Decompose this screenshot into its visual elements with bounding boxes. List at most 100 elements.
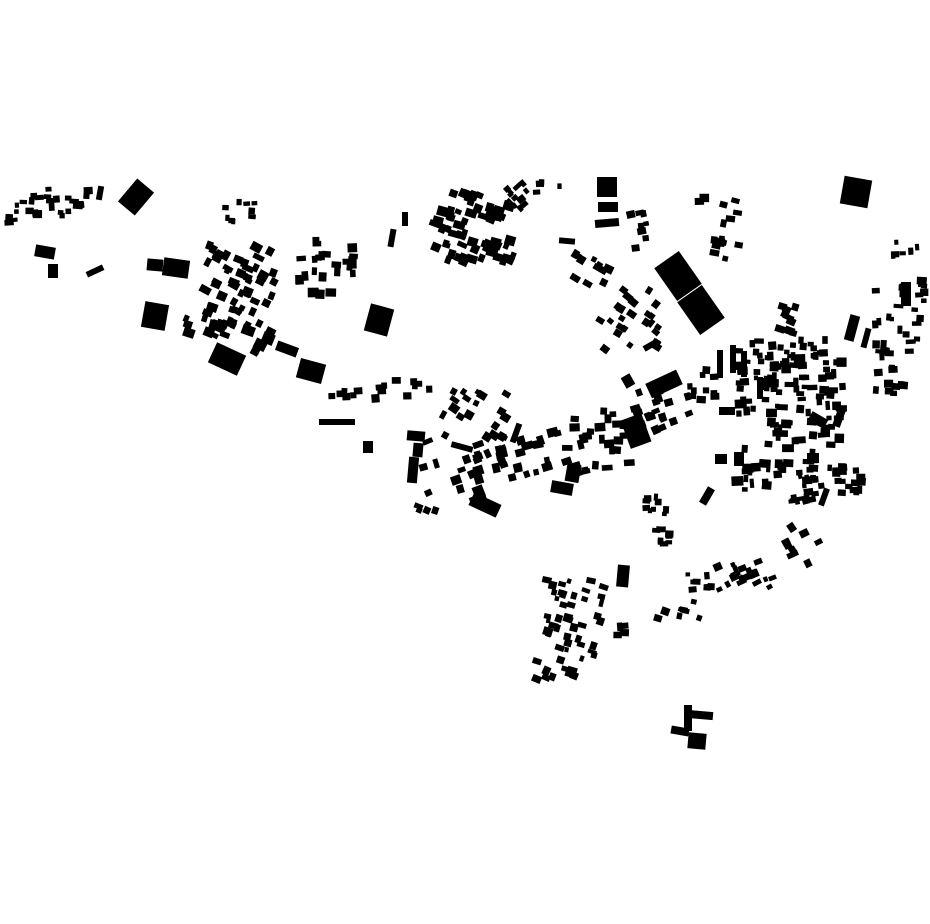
building: [182, 326, 196, 339]
building: [740, 396, 747, 404]
building: [510, 193, 519, 202]
building: [353, 387, 363, 395]
building: [76, 201, 85, 209]
building: [580, 595, 589, 603]
building: [766, 374, 775, 381]
building: [541, 665, 552, 677]
building: [617, 314, 626, 323]
building: [232, 254, 244, 265]
building: [729, 569, 741, 580]
building: [95, 185, 105, 201]
building: [642, 234, 650, 242]
building: [816, 397, 823, 406]
building: [322, 250, 331, 258]
building: [206, 302, 217, 312]
building: [807, 453, 819, 463]
building: [331, 261, 342, 269]
building: [477, 211, 491, 221]
building: [248, 207, 256, 215]
building: [911, 307, 919, 313]
building: [739, 377, 750, 386]
building: [832, 401, 842, 411]
building: [336, 390, 344, 398]
building: [834, 433, 845, 444]
building: [783, 325, 796, 337]
building: [676, 612, 683, 620]
building: [198, 283, 212, 296]
building: [497, 457, 507, 467]
building: [777, 424, 783, 431]
building: [703, 584, 711, 591]
building: [117, 178, 155, 216]
building: [295, 357, 327, 385]
building: [730, 197, 741, 205]
building: [449, 387, 458, 396]
building: [818, 374, 827, 383]
building: [643, 309, 654, 320]
building: [824, 372, 835, 380]
building: [406, 456, 420, 484]
building: [763, 386, 770, 392]
building: [684, 705, 692, 731]
building: [235, 268, 247, 278]
building: [509, 251, 517, 260]
building: [267, 291, 276, 301]
building: [402, 212, 408, 226]
building: [559, 601, 568, 609]
building: [712, 561, 724, 572]
building: [789, 362, 800, 369]
building: [645, 369, 683, 399]
building: [566, 578, 572, 585]
building: [311, 255, 318, 263]
building: [363, 303, 395, 337]
building: [456, 240, 468, 250]
building: [839, 382, 846, 391]
building: [371, 393, 380, 403]
building: [227, 317, 238, 328]
building: [325, 288, 337, 297]
building: [403, 392, 412, 400]
building: [625, 308, 638, 320]
building: [724, 580, 732, 589]
building: [347, 243, 358, 253]
building: [743, 474, 749, 483]
building: [229, 296, 239, 307]
building: [249, 240, 264, 254]
building: [562, 444, 573, 451]
building: [295, 274, 302, 285]
building: [201, 308, 214, 318]
building: [823, 366, 831, 373]
building: [564, 668, 575, 678]
building: [387, 228, 397, 248]
building: [612, 446, 622, 455]
building: [822, 360, 830, 366]
building: [34, 244, 56, 260]
building: [742, 463, 754, 473]
building: [595, 315, 606, 326]
building: [603, 439, 615, 449]
building: [447, 402, 461, 415]
building: [207, 342, 247, 376]
building: [850, 479, 861, 487]
building: [730, 561, 736, 568]
building: [798, 527, 810, 539]
building: [651, 397, 661, 407]
building: [679, 607, 690, 615]
building: [203, 257, 213, 268]
building: [764, 440, 773, 448]
building: [576, 621, 588, 630]
building: [686, 709, 714, 721]
building: [719, 407, 735, 415]
building: [260, 331, 276, 346]
building: [501, 389, 512, 399]
building: [813, 537, 824, 547]
building: [575, 254, 587, 266]
building: [522, 470, 531, 479]
building: [242, 273, 253, 283]
building: [715, 586, 724, 593]
building: [825, 400, 831, 411]
building: [268, 267, 279, 278]
building: [921, 298, 927, 304]
building: [774, 324, 786, 334]
building: [902, 331, 910, 338]
